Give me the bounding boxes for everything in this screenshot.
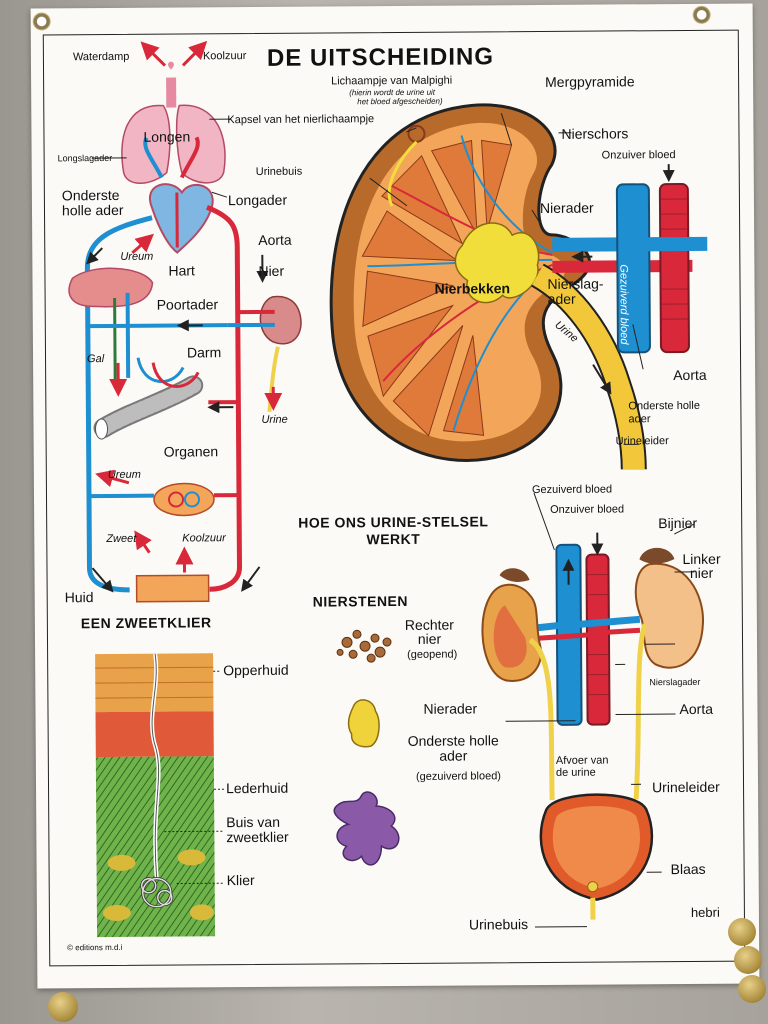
label-aorta-circulation: Aorta [258, 231, 292, 248]
label-onzuiver-bloed-top: Onzuiver bloed [601, 149, 676, 162]
poster-illustration [68, 40, 708, 938]
label-gezuiverd-note: (gezuiverd bloed) [415, 770, 502, 783]
label-koolzuur-skin: Koolzuur [182, 532, 226, 545]
heading-urine-stelsel: HOE ONS URINE-STELSEL WERKT [298, 513, 489, 547]
label-urine-small: Urine [261, 413, 288, 426]
label-malpighi-note-2: het bloed afgescheiden) [357, 96, 443, 107]
label-hart: Hart [168, 262, 195, 279]
label-waterdamp: Waterdamp [72, 50, 130, 64]
poster-title: DE UITSCHEIDING [266, 43, 495, 72]
label-onzuiver-bloed-system: Onzuiver bloed [550, 503, 625, 516]
label-nier-small: Nier [258, 262, 285, 279]
label-poortader: Poortader [156, 296, 219, 313]
label-onderste-holle-ader-system: Onderste holle ader [407, 732, 499, 764]
label-lederhuid: Lederhuid [225, 779, 289, 797]
heading-niersteen: NIERSTENEN [312, 592, 409, 610]
label-gezuiverd-bloed-system: Gezuiverd bloed [531, 483, 613, 497]
label-bijnier: Bijnier [658, 514, 698, 532]
label-koolzuur-top: Koolzuur [202, 50, 247, 63]
anatomy-poster: DE UITSCHEIDING Waterdamp Koolzuur Longe… [30, 3, 760, 989]
sweat-gland-diagram [95, 653, 225, 938]
label-klier: Klier [226, 871, 255, 889]
label-urineleider-system: Urineleider [651, 778, 720, 796]
label-aorta-system: Aorta [679, 700, 714, 718]
label-mergpyramide: Mergpyramide [545, 73, 635, 90]
label-urinebuis-kidney: Urinebuis [255, 165, 303, 178]
label-blaas: Blaas [670, 860, 706, 878]
label-nierader-kidney: Nierader [539, 199, 594, 216]
label-geopend: (geopend) [407, 648, 458, 661]
coin-weight-right-3 [738, 975, 766, 1003]
label-longader: Longader [227, 191, 288, 209]
label-longslagader: Longslagader [57, 152, 113, 164]
label-buis-zweetklier: Buis van zweetklier [226, 813, 289, 846]
label-kapsel: Kapsel van het nierlichaampje [227, 113, 375, 127]
label-darm: Darm [186, 344, 222, 361]
urinary-system-diagram [481, 532, 704, 920]
leader-lines [91, 113, 695, 928]
label-gal: Gal [86, 353, 105, 366]
kidney-stones [333, 629, 400, 866]
label-nierbekken: Nierbekken [434, 280, 511, 297]
label-rechter-nier: Rechter nier [404, 616, 454, 647]
label-longen: Longen [143, 128, 191, 145]
label-huid: Huid [64, 589, 94, 606]
label-malpighi: Lichaampje van Malpighi [331, 74, 453, 88]
label-ureum-heart: Ureum [120, 250, 154, 263]
coin-weight-right-1 [728, 918, 756, 946]
label-aorta-kidney: Aorta [673, 366, 707, 384]
kidney-cross-section [329, 103, 708, 470]
circulation-diagram [68, 40, 302, 603]
coin-weight-bottom-left [48, 992, 78, 1022]
label-onderste-holle-ader-kidney: Onderste holle ader [628, 399, 700, 426]
label-urineleider-kidney: Urineleider [615, 435, 669, 448]
label-zweet: Zweet [106, 532, 137, 546]
copyright: © editions m.d.i [67, 942, 123, 953]
label-nierslagader-kidney: Nierslag- ader [547, 275, 604, 308]
coin-weight-right-2 [734, 946, 762, 974]
label-nierslagader-system: Nierslagader [649, 676, 701, 688]
label-nierschors: Nierschors [561, 125, 629, 142]
label-opperhuid: Opperhuid [223, 661, 289, 679]
publisher-logo: hebri [690, 904, 720, 920]
label-urinebuis-system: Urinebuis [468, 916, 529, 933]
heading-zweetklier: EEN ZWEETKLIER [80, 614, 212, 632]
label-linker-nier: Linker nier [682, 550, 721, 581]
label-organen: Organen [163, 443, 219, 460]
label-nierader-system: Nierader [423, 700, 478, 717]
label-onderste-holle-ader: Onderste holle ader [61, 186, 124, 219]
label-ureum-organs: Ureum [107, 468, 141, 482]
label-gezuiverd-bloed-vertical: Gezuiverd bloed [617, 264, 630, 345]
label-afvoer-urine: Afvoer van de urine [555, 754, 609, 779]
